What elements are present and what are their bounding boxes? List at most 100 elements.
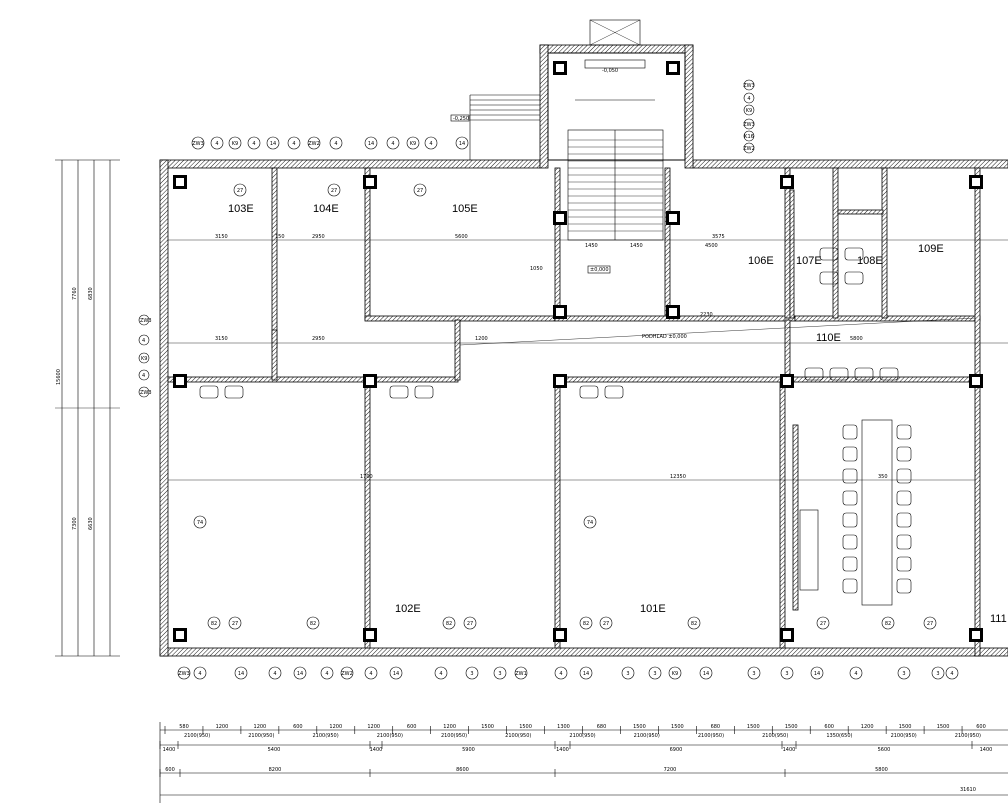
tag-label: 4 — [273, 671, 276, 677]
dim-2230: 2230 — [700, 312, 713, 318]
tag-label: 14 — [297, 671, 303, 677]
tag-circle — [306, 616, 320, 630]
corridor-level: ±0,000 — [590, 267, 609, 273]
sink — [199, 385, 219, 399]
tag-label: 3 — [785, 671, 788, 677]
room-labels: 103E 104E 105E 106E 107E 108E 109E 110E … — [228, 203, 1007, 625]
sink — [819, 271, 839, 285]
sink — [879, 367, 899, 381]
tag-circle — [210, 136, 224, 150]
tag-label: ZW1 — [515, 671, 527, 677]
dim-7750: 12350 — [670, 474, 686, 480]
tag-label: 4 — [747, 96, 750, 102]
dim-label: 2100(950) — [762, 733, 788, 739]
dim-label: 2100(950) — [312, 733, 338, 739]
svg-text:ZW3: ZW3 — [140, 390, 152, 396]
dim-label: 1500 — [899, 724, 912, 730]
dim-label: 1500 — [747, 724, 760, 730]
tag-circle — [747, 666, 761, 680]
tag-circle — [668, 666, 682, 680]
dim-150a: 150 — [275, 234, 285, 240]
tag-circle — [320, 666, 334, 680]
tag-label: K9 — [410, 141, 416, 147]
room-111-label: 111 — [990, 613, 1007, 625]
tag-label: 14 — [393, 671, 399, 677]
tag-circle — [307, 136, 321, 150]
tag-label: ZW2 — [743, 146, 755, 152]
left-dimension-lines: 15600 7760 7300 6830 6630 — [55, 159, 120, 657]
tag-label: 4 — [391, 141, 394, 147]
dim-label: 2100(950) — [698, 733, 724, 739]
tag-label: K9 — [232, 141, 238, 147]
entrance-steps: -0,250 — [450, 94, 540, 160]
dim-1050: 1050 — [530, 266, 543, 272]
columns — [173, 61, 983, 642]
room-106-label: 106E — [748, 255, 774, 267]
chair — [842, 424, 858, 440]
tag-circle — [193, 666, 207, 680]
tag-circle — [780, 666, 794, 680]
tag-label: 27 — [603, 621, 609, 627]
dim-label: 680 — [597, 724, 607, 730]
tag-label: 14 — [368, 141, 374, 147]
dim-label: 600 — [824, 724, 834, 730]
tag-circle — [599, 616, 613, 630]
tag-label: ZW3 — [743, 122, 755, 128]
tag-circle — [743, 118, 755, 130]
dim-label: 2100(950) — [248, 733, 274, 739]
tag-label: 3 — [752, 671, 755, 677]
dim-12350: 1700 — [360, 474, 373, 480]
svg-text:K9: K9 — [141, 356, 147, 362]
tag-circle — [579, 616, 593, 630]
dim-label: 8200 — [269, 767, 282, 773]
tag-label: 3 — [936, 671, 939, 677]
chair — [842, 556, 858, 572]
tag-label: 74 — [197, 520, 203, 526]
tag-circle — [554, 666, 568, 680]
sink — [854, 367, 874, 381]
sink — [829, 367, 849, 381]
tag-circle — [743, 130, 755, 142]
tag-label: ZW3 — [192, 141, 204, 147]
tag-circle — [177, 666, 191, 680]
entrance-level: -0,250 — [453, 116, 469, 122]
tag-label: 3 — [626, 671, 629, 677]
left-dim-1: 7760 — [72, 287, 78, 300]
tag-label: 4 — [215, 141, 218, 147]
tag-label: 4 — [252, 141, 255, 147]
tag-label: 27 — [927, 621, 933, 627]
chair — [896, 446, 912, 462]
dim-label: 5900 — [462, 747, 475, 753]
tag-label: 4 — [559, 671, 562, 677]
conference-furniture — [792, 419, 912, 611]
tag-label: 4 — [334, 141, 337, 147]
tag-circle — [579, 666, 593, 680]
dim-label: 600 — [976, 724, 986, 730]
tag-circle — [621, 666, 635, 680]
sink — [819, 247, 839, 261]
dim-label: 1200 — [443, 724, 456, 730]
tag-label: 14 — [583, 671, 589, 677]
tag-label: 4 — [325, 671, 328, 677]
tag-circle — [247, 136, 261, 150]
room-103-label: 103E — [228, 203, 254, 215]
tag-circle — [364, 666, 378, 680]
dim-label: 1400 — [783, 747, 796, 753]
tag-label: 4 — [439, 671, 442, 677]
tag-circle — [923, 616, 937, 630]
tag-label: 27 — [417, 188, 423, 194]
tag-label: 27 — [237, 188, 243, 194]
room-102-label: 102E — [395, 603, 421, 615]
dim-1200: 1200 — [475, 336, 488, 342]
tag-circle — [743, 104, 755, 116]
dim-label: 1200 — [216, 724, 229, 730]
tag-circle — [945, 666, 959, 680]
dim-label: 1200 — [367, 724, 380, 730]
dim-9750: 350 — [878, 474, 888, 480]
tag-circle — [442, 616, 456, 630]
tag-circle — [233, 183, 247, 197]
sink — [604, 385, 624, 399]
